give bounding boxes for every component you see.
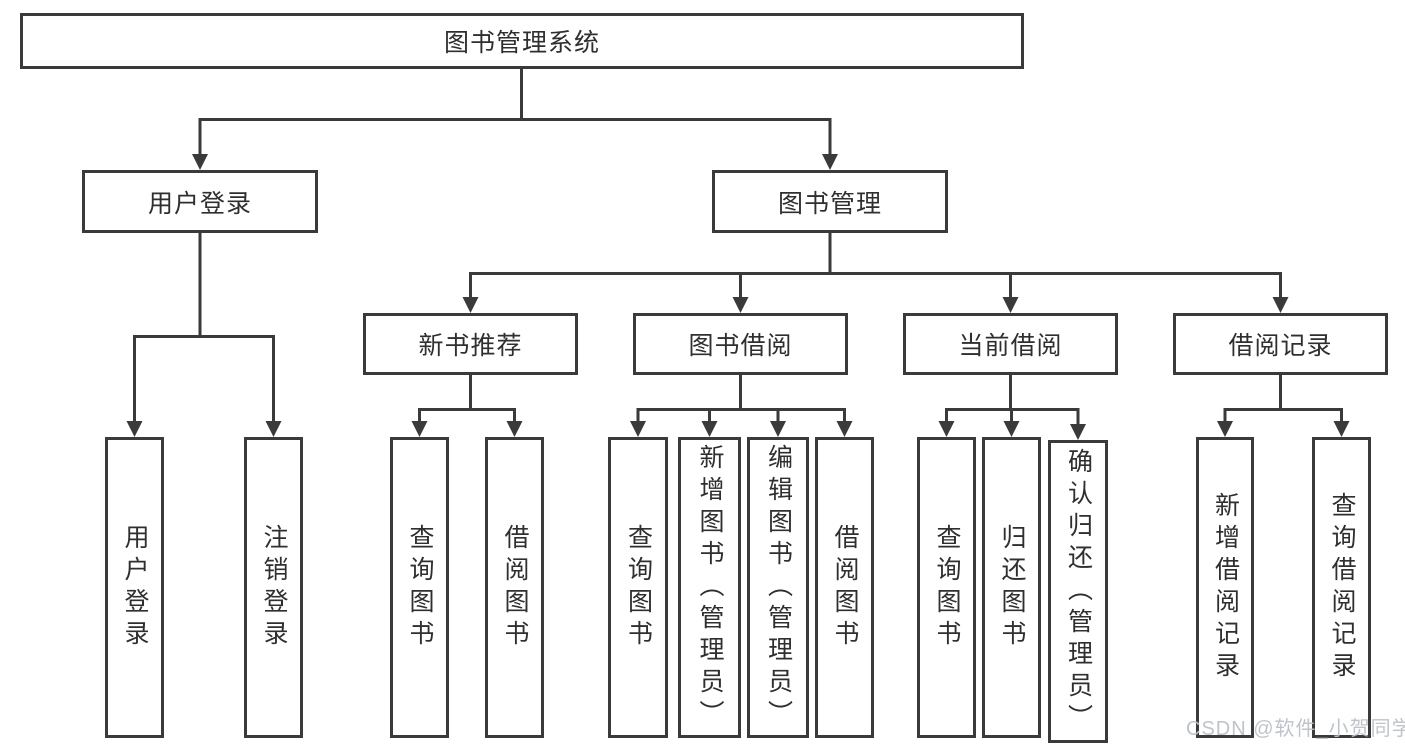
node-add-borrow-record-label: 新增借阅记录 [1211,491,1240,684]
node-query-books-borrowing: 查询图书 [608,437,668,738]
node-root-label: 图书管理系统 [443,29,600,57]
node-borrow-books-action: 借阅图书 [815,437,874,738]
node-add-book-admin-label: 新增图书（管理员） [696,443,724,732]
node-current-borrowing-label: 当前借阅 [958,332,1063,360]
node-query-books-borrowing-label: 查询图书 [624,523,653,652]
node-edit-book-admin: 编辑图书（管理员） [747,437,809,738]
node-borrowing-records-label: 借阅记录 [1228,332,1333,360]
node-borrow-books-recommend: 借阅图书 [485,437,544,738]
node-borrow-books-recommend-label: 借阅图书 [501,523,529,652]
node-query-borrow-record: 查询借阅记录 [1312,437,1371,738]
node-logout-action: 注销登录 [244,437,303,738]
node-return-books: 归还图书 [982,437,1041,738]
node-book-borrowing: 图书借阅 [633,313,848,375]
node-user-login-label: 用户登录 [147,189,252,218]
node-query-books-current-label: 查询图书 [933,523,961,652]
node-add-borrow-record: 新增借阅记录 [1196,437,1254,738]
node-book-borrowing-label: 图书借阅 [688,332,793,360]
node-book-management-label: 图书管理 [777,189,882,218]
node-confirm-return-admin: 确认归还（管理员） [1048,440,1108,743]
node-confirm-return-admin-label: 确认归还（管理员） [1064,447,1093,736]
node-book-management: 图书管理 [712,170,948,233]
node-logout-action-label: 注销登录 [260,523,288,652]
node-new-book-recommendation: 新书推荐 [363,313,578,375]
node-return-books-label: 归还图书 [998,523,1026,652]
node-borrowing-records: 借阅记录 [1173,313,1388,375]
node-new-book-recommendation-label: 新书推荐 [418,332,523,360]
node-borrow-books-action-label: 借阅图书 [831,523,859,652]
node-root: 图书管理系统 [20,13,1024,69]
node-add-book-admin: 新增图书（管理员） [678,437,741,738]
node-user-login-action-label: 用户登录 [121,523,149,652]
node-user-login: 用户登录 [82,170,318,233]
node-user-login-action: 用户登录 [105,437,164,738]
node-current-borrowing: 当前借阅 [903,313,1118,375]
node-query-books-recommend: 查询图书 [390,437,449,738]
node-query-books-current: 查询图书 [917,437,976,738]
csdn-watermark: CSDN @软件_小贺同学 [1186,718,1405,740]
node-query-borrow-record-label: 查询借阅记录 [1328,491,1356,684]
node-query-books-recommend-label: 查询图书 [406,523,434,652]
node-edit-book-admin-label: 编辑图书（管理员） [764,443,793,732]
